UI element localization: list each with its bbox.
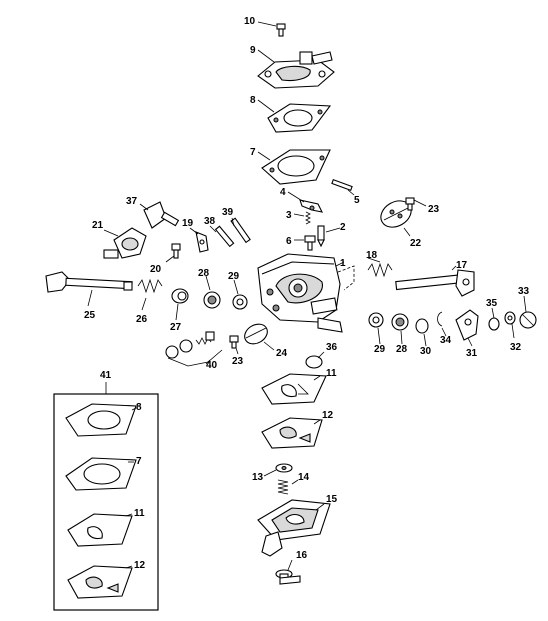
part-1-carburetor-body	[257, 253, 355, 333]
callout-23b: 23	[232, 356, 244, 367]
callout-28b: 28	[396, 344, 408, 355]
callout-27: 27	[170, 322, 182, 333]
callout-23a: 23	[428, 204, 440, 215]
callout-16: 16	[296, 550, 308, 561]
part-29-washer-right	[368, 312, 384, 345]
callout-29a: 29	[228, 271, 240, 282]
callout-22: 22	[410, 238, 422, 249]
part-40-needle-set	[165, 331, 223, 367]
kit-callout-8: 8	[136, 402, 142, 413]
callout-29b: 29	[374, 344, 386, 355]
part-11-diaphragm	[261, 373, 327, 405]
part-35-bushing	[488, 307, 500, 331]
part-37-cap	[139, 201, 180, 229]
part-16-screw	[275, 559, 301, 585]
part-8-gasket	[257, 99, 332, 133]
part-4-inlet-lever	[287, 191, 323, 213]
part-14-spring	[277, 479, 299, 495]
part-41-repair-kit	[53, 382, 159, 611]
callout-14: 14	[298, 472, 310, 483]
callout-30: 30	[420, 346, 432, 357]
callout-7: 7	[250, 147, 256, 158]
callout-37: 37	[126, 196, 138, 207]
part-13-washer	[263, 463, 293, 477]
part-10-screw	[257, 21, 286, 37]
callout-11: 11	[326, 368, 337, 379]
callout-25: 25	[84, 310, 96, 321]
callout-31: 31	[466, 348, 478, 359]
kit-8-gasket	[65, 403, 137, 437]
callout-2: 2	[340, 222, 346, 233]
callout-35: 35	[486, 298, 498, 309]
callout-38: 38	[204, 216, 216, 227]
callout-26: 26	[136, 314, 148, 325]
callout-28a: 28	[198, 268, 210, 279]
part-7-diaphragm	[257, 149, 331, 185]
kit-callout-11: 11	[134, 508, 145, 519]
callout-36: 36	[326, 342, 338, 353]
part-30-washer	[415, 318, 429, 347]
callout-4: 4	[280, 187, 286, 198]
callout-9: 9	[250, 45, 256, 56]
part-26-spring	[137, 278, 163, 311]
callout-20: 20	[150, 264, 162, 275]
callout-12: 12	[322, 410, 334, 421]
part-29-washer-left	[232, 279, 248, 310]
part-32-washer	[504, 311, 516, 339]
part-38-adjusting-screw	[209, 225, 235, 248]
callout-41: 41	[100, 370, 112, 381]
part-21-choke-lever	[103, 227, 147, 259]
callout-21: 21	[92, 220, 104, 231]
callout-39: 39	[222, 207, 234, 218]
callout-40: 40	[206, 360, 218, 371]
part-31-throttle-lever	[455, 309, 479, 347]
kit-7-diaphragm	[65, 457, 137, 491]
part-19-clip	[189, 227, 209, 253]
callout-33: 33	[518, 286, 530, 297]
callout-18: 18	[366, 250, 378, 261]
part-5-pin	[331, 178, 355, 196]
part-36-plug	[305, 351, 325, 369]
callout-34: 34	[440, 335, 452, 346]
part-2-inlet-needle	[317, 225, 341, 248]
part-25-choke-shaft	[45, 271, 133, 307]
part-23-screw-lower	[229, 335, 239, 355]
callout-1: 1	[340, 258, 346, 269]
callout-17: 17	[456, 260, 468, 271]
callout-19: 19	[182, 218, 194, 229]
part-9-pump-cover	[257, 49, 335, 89]
part-28-seal-left	[203, 275, 221, 309]
kit-12-gasket	[67, 565, 133, 599]
kit-11-diaphragm	[67, 513, 133, 547]
part-24-choke-valve	[244, 323, 275, 351]
part-39-adjusting-screw	[230, 217, 251, 244]
callout-3: 3	[286, 210, 292, 221]
part-28-seal-right	[391, 313, 409, 345]
callout-13: 13	[252, 472, 264, 483]
callout-5: 5	[354, 195, 360, 206]
part-20-screw	[165, 243, 181, 263]
callout-32: 32	[510, 342, 522, 353]
part-15-metering-cover	[257, 499, 331, 557]
part-12-gasket	[261, 417, 323, 449]
part-27-bushing	[171, 288, 189, 321]
part-23-screw-upper	[405, 197, 427, 211]
part-17-throttle-shaft	[395, 265, 475, 297]
callout-6: 6	[286, 236, 292, 247]
part-33-cap	[519, 295, 537, 329]
part-34-e-clip	[437, 311, 447, 337]
kit-callout-7: 7	[136, 456, 142, 467]
part-22-throttle-valve	[380, 200, 412, 237]
callout-8: 8	[250, 95, 256, 106]
kit-callout-12: 12	[134, 560, 146, 571]
callout-24: 24	[276, 348, 288, 359]
callout-15: 15	[326, 494, 338, 505]
callout-10: 10	[244, 16, 256, 27]
part-18-spring	[367, 257, 393, 278]
part-3-spring	[293, 211, 311, 225]
part-6-screw	[294, 235, 316, 251]
